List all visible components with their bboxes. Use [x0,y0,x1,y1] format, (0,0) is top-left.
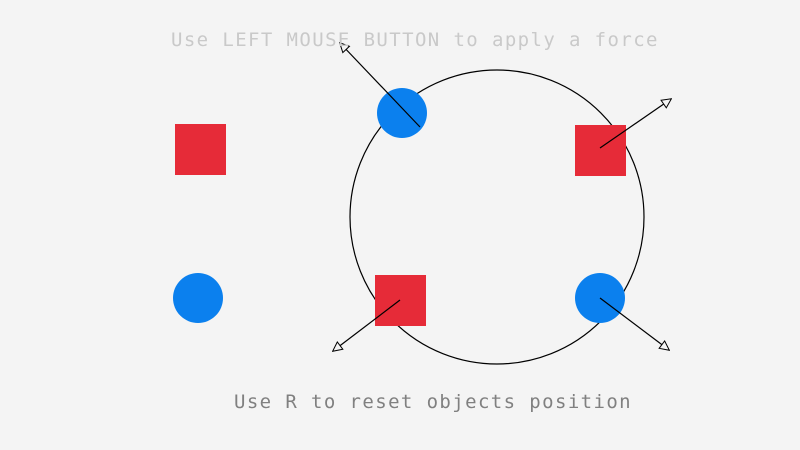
force-arrow-down-right-icon [599,297,669,350]
boundary-circle [349,69,645,365]
force-vectors-group [333,43,671,351]
blue-circle-static-left[interactable] [173,273,223,323]
hint-text-apply-force: Use LEFT MOUSE BUTTON to apply a force [171,29,659,51]
red-square-static-left[interactable] [175,124,226,175]
force-arrow-up-right-icon [599,99,671,149]
red-square-bottom[interactable] [375,275,426,326]
bodies-group [173,88,626,326]
hint-text-reset-objects: Use R to reset objects position [234,391,633,413]
force-arrow-down-left-icon [333,299,401,351]
red-square-right[interactable] [575,125,626,176]
force-arrow-up-left-icon [340,43,421,128]
blue-circle-top[interactable] [377,88,427,138]
